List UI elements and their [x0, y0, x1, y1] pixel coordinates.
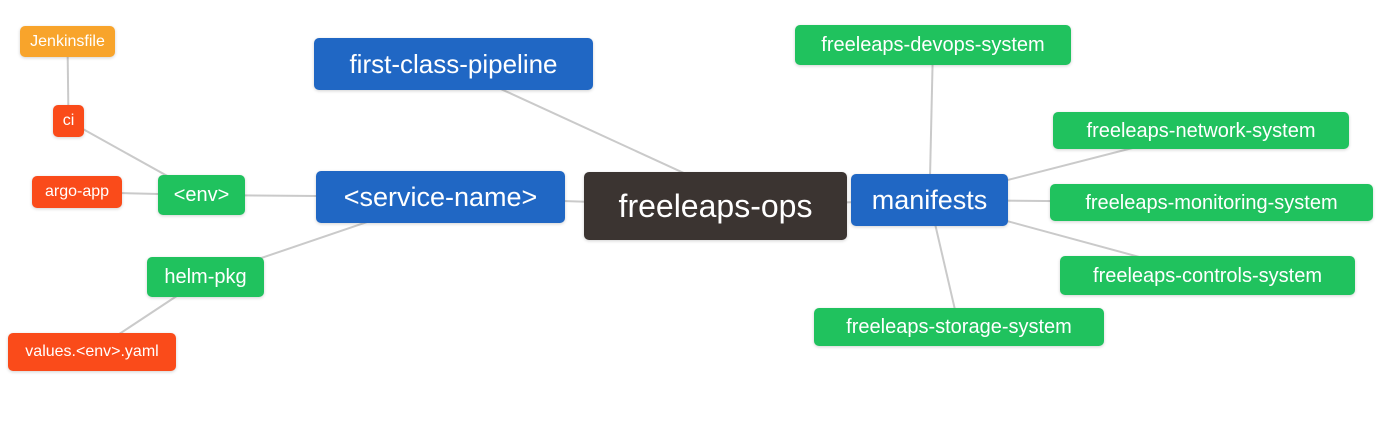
node-manifests[interactable]: manifests [851, 174, 1008, 226]
node-jenkinsfile[interactable]: Jenkinsfile [20, 26, 115, 57]
node-freeleaps-storage-system[interactable]: freeleaps-storage-system [814, 308, 1104, 346]
node-freeleaps-ops[interactable]: freeleaps-ops [584, 172, 847, 240]
node-freeleaps-monitoring-system[interactable]: freeleaps-monitoring-system [1050, 184, 1373, 221]
node-freeleaps-devops-system[interactable]: freeleaps-devops-system [795, 25, 1071, 65]
node-env[interactable]: <env> [158, 175, 245, 215]
node-helm-pkg[interactable]: helm-pkg [147, 257, 264, 297]
node-values-env-yaml[interactable]: values.<env>.yaml [8, 333, 176, 371]
node-freeleaps-network-system[interactable]: freeleaps-network-system [1053, 112, 1349, 149]
node-freeleaps-controls-system[interactable]: freeleaps-controls-system [1060, 256, 1355, 295]
node-first-class-pipeline[interactable]: first-class-pipeline [314, 38, 593, 90]
node-service-name[interactable]: <service-name> [316, 171, 565, 223]
node-ci[interactable]: ci [53, 105, 84, 137]
node-argo-app[interactable]: argo-app [32, 176, 122, 208]
